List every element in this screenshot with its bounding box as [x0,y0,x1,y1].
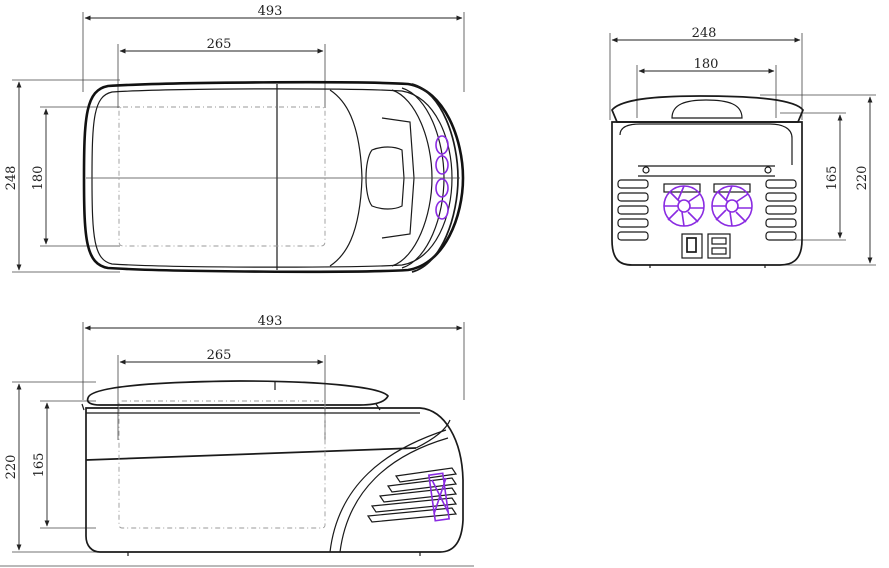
top-dim-248: 248 [4,79,120,273]
top-dim-493: 493 [82,4,465,92]
front-view: 248 180 220 165 [609,26,876,268]
front-power-switch [681,233,703,259]
front-fan-left [663,185,705,227]
side-view: 493 265 220 165 [0,314,474,567]
front-dim-180-label: 180 [694,57,719,72]
side-dim-265: 265 [117,348,326,440]
front-socket [707,233,731,259]
top-dim-180: 180 [31,106,120,247]
front-dim-220: 220 [760,94,876,266]
top-vent-accent [435,135,449,220]
side-lid [86,380,389,406]
front-fan-right [711,185,753,227]
side-dim-493-label: 493 [258,314,283,329]
front-dim-165-label: 165 [825,166,840,191]
side-dim-493: 493 [82,314,465,400]
side-dim-265-label: 265 [207,348,232,363]
front-dim-180: 180 [636,57,777,118]
top-dim-265: 265 [117,37,326,108]
side-body [85,407,464,553]
side-dim-165-label: 165 [32,453,47,478]
side-vent-accent [427,472,451,522]
top-dim-493-label: 493 [258,4,283,19]
top-dim-265-label: 265 [207,37,232,52]
front-vent-slats [617,179,797,241]
front-dim-248: 248 [609,26,803,120]
side-dim-220: 220 [4,381,96,553]
top-dim-180-label: 180 [31,166,46,191]
top-lid-outline [82,80,465,274]
side-vent-slats [366,467,458,523]
top-view: 493 265 248 180 [4,4,465,274]
side-dim-220-label: 220 [4,455,19,480]
side-dim-165: 165 [32,400,96,529]
front-dim-248-label: 248 [692,26,717,41]
front-dim-220-label: 220 [855,166,870,191]
top-dim-248-label: 248 [4,166,19,191]
